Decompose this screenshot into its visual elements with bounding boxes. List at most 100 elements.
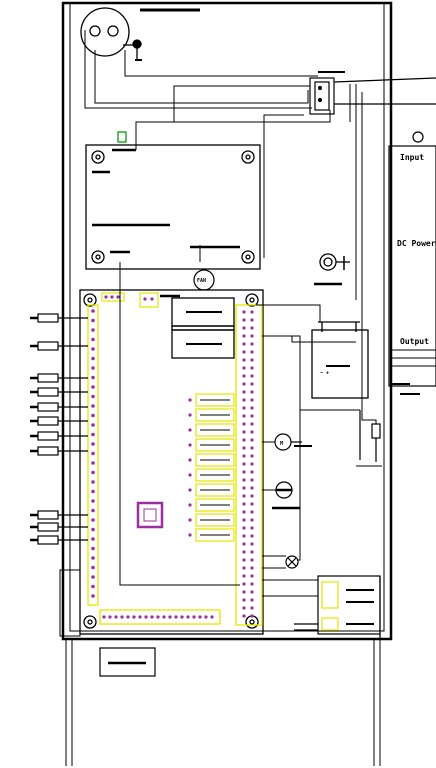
terminal-pin bbox=[250, 446, 254, 450]
cable-plug bbox=[37, 387, 59, 397]
fan-label: FAN bbox=[197, 278, 206, 284]
relay-pin bbox=[188, 443, 192, 447]
lower-right-block bbox=[294, 575, 381, 640]
terminal-pin bbox=[242, 614, 246, 618]
terminal-pin bbox=[242, 470, 246, 474]
terminal-pin bbox=[250, 494, 254, 498]
relay-box bbox=[195, 408, 235, 422]
relay-box bbox=[195, 468, 235, 482]
terminal-pin bbox=[198, 615, 202, 619]
terminal-pin bbox=[242, 390, 246, 394]
terminal-pin bbox=[250, 526, 254, 530]
relay-pin bbox=[188, 398, 192, 402]
relay-pin bbox=[188, 518, 192, 522]
terminal-pin bbox=[242, 438, 246, 442]
terminal-pin bbox=[250, 422, 254, 426]
terminal-pin bbox=[108, 615, 112, 619]
terminal-pin bbox=[250, 574, 254, 578]
terminal-pin bbox=[242, 430, 246, 434]
terminal-pin bbox=[91, 518, 95, 522]
terminal-pin bbox=[91, 489, 95, 494]
terminal-pin bbox=[250, 558, 254, 562]
terminal-pin bbox=[242, 486, 246, 490]
terminal-pin bbox=[91, 432, 95, 437]
terminal-pin bbox=[242, 422, 246, 426]
relay-box bbox=[195, 453, 235, 467]
lamp-symbol bbox=[285, 555, 299, 569]
board-connector-pins bbox=[104, 295, 154, 301]
relay-pin bbox=[188, 503, 192, 507]
terminal-pin bbox=[242, 414, 246, 418]
terminal-pin bbox=[242, 606, 246, 610]
bottom-terminal-strip bbox=[99, 609, 221, 625]
top-socket bbox=[80, 7, 142, 61]
relay-pin bbox=[188, 458, 192, 462]
terminal-pin bbox=[250, 534, 254, 538]
terminal-pin bbox=[250, 382, 254, 386]
cable-plug bbox=[37, 522, 59, 532]
terminal-pin bbox=[250, 358, 254, 362]
terminal-pin bbox=[250, 326, 254, 330]
right-terminal-strip bbox=[235, 304, 263, 626]
terminal-pin bbox=[168, 615, 172, 619]
terminal-pin bbox=[250, 518, 254, 522]
terminal-pin bbox=[91, 404, 95, 408]
terminal-pin bbox=[91, 309, 95, 313]
terminal-pin bbox=[250, 486, 254, 490]
cable-plug bbox=[37, 535, 59, 545]
terminal-pin bbox=[242, 566, 246, 570]
terminal-pin bbox=[186, 615, 190, 619]
relay-box bbox=[195, 483, 235, 497]
terminal-pin bbox=[91, 470, 95, 475]
terminal-pin bbox=[91, 413, 95, 418]
terminal-pin bbox=[242, 550, 246, 554]
terminal-pin bbox=[91, 537, 95, 541]
terminal-pin bbox=[250, 582, 254, 586]
terminal-pin bbox=[242, 502, 246, 506]
dc-input-label: Input bbox=[400, 153, 424, 162]
terminal-pin bbox=[250, 310, 254, 314]
relay-box bbox=[195, 393, 235, 407]
terminal-pin bbox=[242, 542, 246, 546]
terminal-pin bbox=[102, 615, 106, 619]
terminal-pin bbox=[242, 590, 246, 594]
cabinet-frame bbox=[61, 1, 393, 641]
terminal-pin bbox=[250, 614, 254, 618]
left-terminal-strip bbox=[87, 304, 99, 606]
relay-pin bbox=[188, 473, 192, 477]
terminal-pin bbox=[91, 461, 95, 465]
relay-pin bbox=[188, 413, 192, 417]
terminal-pin bbox=[250, 334, 254, 338]
terminal-pin bbox=[132, 615, 136, 619]
terminal-pin bbox=[91, 347, 95, 351]
heater-symbol bbox=[272, 481, 300, 510]
terminal-pin bbox=[242, 518, 246, 522]
motor-label: M bbox=[280, 441, 283, 447]
relay-box bbox=[195, 498, 235, 512]
dc-output-label: Output bbox=[400, 337, 429, 346]
terminal-pin bbox=[250, 566, 254, 570]
terminal-pin bbox=[250, 398, 254, 402]
terminal-pin bbox=[242, 598, 246, 602]
terminal-pin bbox=[250, 342, 254, 346]
cable-plug bbox=[37, 446, 59, 456]
board-connectors-top bbox=[101, 292, 159, 308]
terminal-pin bbox=[91, 423, 95, 427]
side-connector bbox=[356, 410, 382, 467]
terminal-pin bbox=[242, 510, 246, 514]
terminal-pin bbox=[242, 334, 246, 338]
terminal-pin bbox=[242, 446, 246, 450]
terminal-pin bbox=[250, 318, 254, 322]
lower-left-frame bbox=[59, 569, 81, 637]
terminal-pin bbox=[242, 310, 246, 314]
terminal-pin bbox=[138, 615, 142, 619]
terminal-pin bbox=[91, 442, 95, 446]
terminal-pin bbox=[126, 615, 130, 619]
cable-plug bbox=[37, 431, 59, 441]
terminal-pin bbox=[91, 565, 95, 570]
relay-pin bbox=[188, 488, 192, 492]
terminal-pin bbox=[242, 558, 246, 562]
terminal-pin bbox=[91, 356, 95, 361]
upper-board bbox=[85, 131, 261, 270]
terminal-pin bbox=[250, 502, 254, 506]
